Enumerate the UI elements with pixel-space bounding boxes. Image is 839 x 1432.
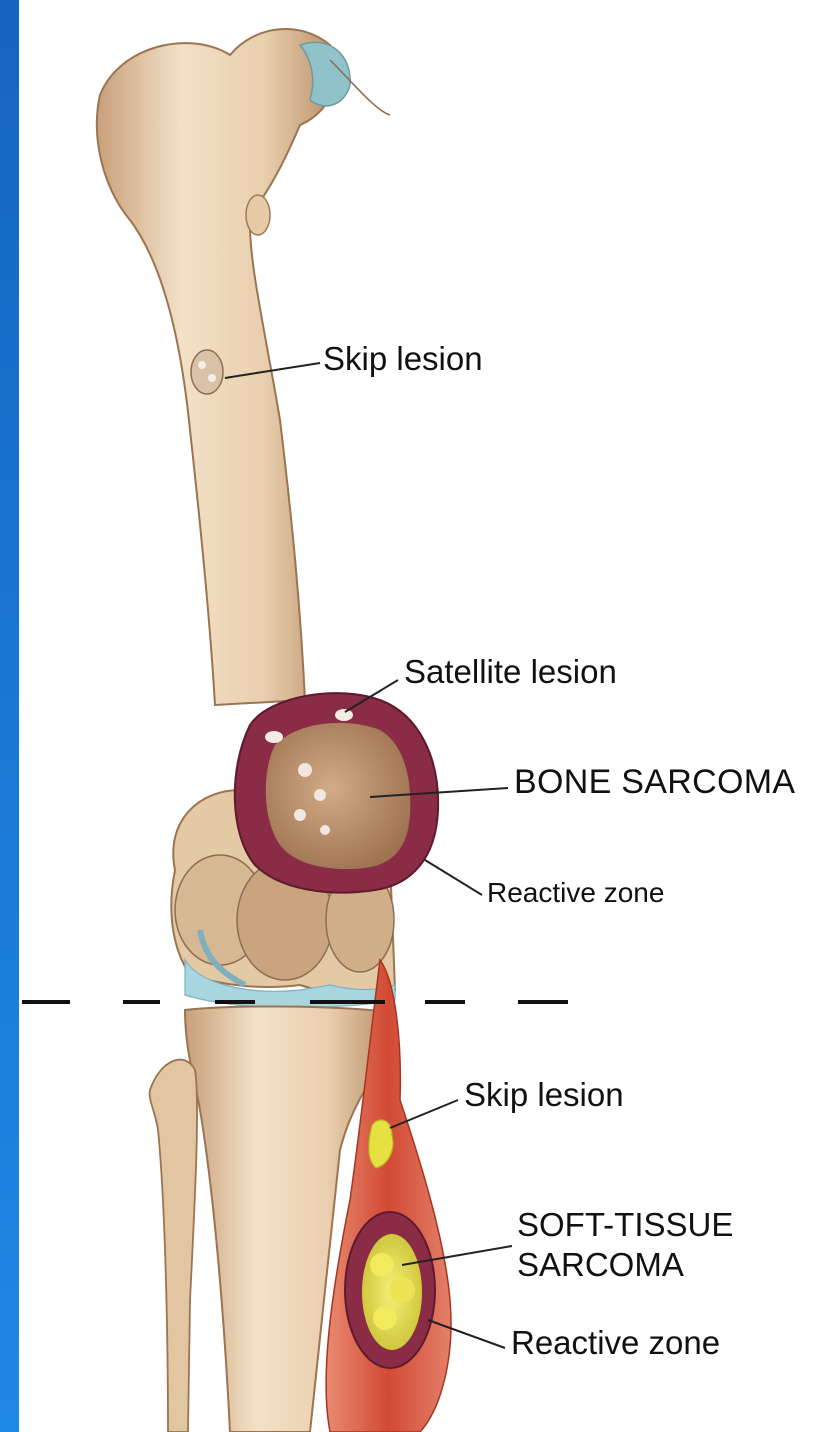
label-reactive-zone-soft: Reactive zone (511, 1326, 720, 1361)
skip-lesion-upper (191, 350, 223, 394)
label-soft-tissue-line2: SARCOMA (517, 1248, 684, 1283)
label-bone-sarcoma: BONE SARCOMA (514, 765, 795, 801)
label-soft-tissue-line1: SOFT-TISSUE (517, 1208, 733, 1243)
satellite-lesion (265, 731, 283, 743)
label-reactive-zone-bone: Reactive zone (487, 878, 664, 907)
label-satellite-lesion: Satellite lesion (404, 655, 617, 690)
label-skip-lesion-upper: Skip lesion (323, 342, 483, 377)
label-skip-lesion-lower: Skip lesion (464, 1078, 624, 1113)
bone-sarcoma (235, 693, 438, 892)
